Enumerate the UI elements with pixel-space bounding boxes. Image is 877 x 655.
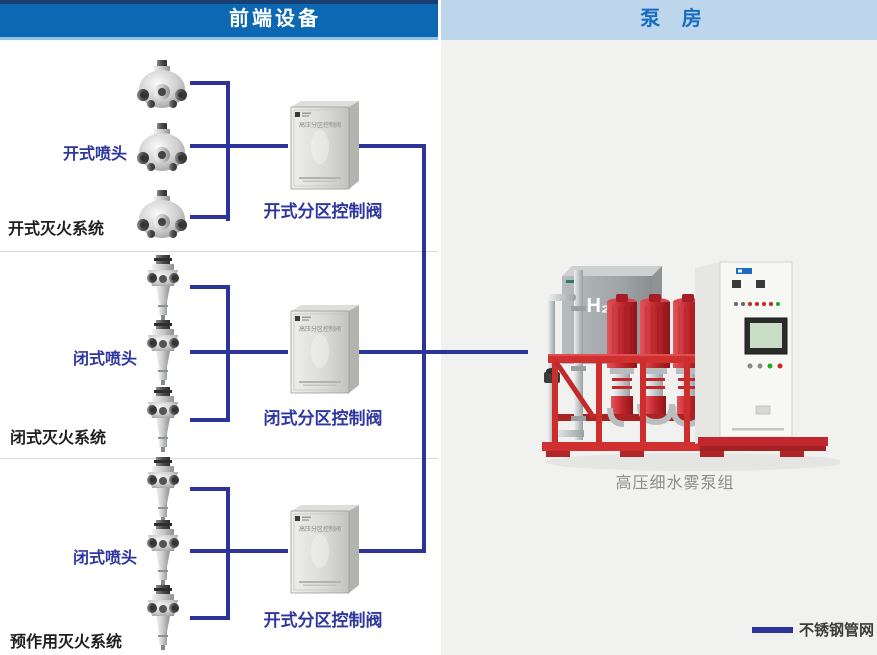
closed-sprinkler-icon <box>141 387 185 453</box>
pump-unit-illustration: H₂O <box>540 246 840 476</box>
cabinet-plate-text: 高压分区控制阀 <box>299 121 341 129</box>
valve-label: 闭式分区控制阀 <box>263 409 383 428</box>
closed-sprinkler-icon <box>141 255 185 321</box>
pump-motor <box>607 294 637 414</box>
valve-label: 开式分区控制阀 <box>263 202 383 221</box>
sprinkler-group-label: 闭式喷头 <box>72 351 137 368</box>
section-divider <box>0 251 438 252</box>
pump-unit-caption: 高压细水雾泵组 <box>615 475 735 492</box>
front-end-header-title: 前端设备 <box>229 8 321 30</box>
pipe-segment <box>190 81 228 85</box>
legend-pipe-swatch <box>752 627 793 633</box>
legend-label: 不锈钢管网 <box>799 622 875 639</box>
system-label: 开式灭火系统 <box>8 221 105 238</box>
system-label: 闭式灭火系统 <box>10 430 107 447</box>
open-sprinkler-icon <box>134 189 190 241</box>
sprinkler-group-label: 闭式喷头 <box>72 550 137 567</box>
sprinkler-group-label: 开式喷头 <box>62 146 127 163</box>
riser-pipe <box>422 144 426 553</box>
cabinet-plate-text: 高压分区控制阀 <box>299 525 341 533</box>
panel-divider <box>438 0 441 655</box>
pipe-segment <box>226 487 230 620</box>
pipe-segment <box>190 549 288 553</box>
front-end-header-bar <box>0 0 438 40</box>
pipe-segment <box>190 487 228 491</box>
cabinet-plate-text: 高压分区控制阀 <box>299 325 341 333</box>
pipe-segment <box>358 144 426 148</box>
pipe-segment <box>190 215 228 219</box>
section-divider <box>0 458 438 459</box>
closed-sprinkler-icon <box>141 585 185 651</box>
closed-sprinkler-icon <box>141 457 185 523</box>
pipe-segment <box>226 81 230 221</box>
zone-control-cabinet-icon: 高压分区控制阀 <box>287 99 361 191</box>
pump-unit-shadow <box>545 453 840 471</box>
closed-sprinkler-icon <box>141 520 185 586</box>
valve-label: 开式分区控制阀 <box>263 611 383 630</box>
pipe-segment <box>190 418 228 422</box>
pipe-segment <box>190 285 228 289</box>
pump-room-header-title: 泵 房 <box>640 8 710 30</box>
pipe-segment <box>190 350 288 354</box>
open-sprinkler-icon <box>134 59 190 111</box>
zone-control-cabinet-icon: 高压分区控制阀 <box>287 503 361 595</box>
pump-room-header-bar <box>441 0 877 40</box>
pipe-segment <box>190 616 228 620</box>
pipe-segment <box>190 144 288 148</box>
closed-sprinkler-icon <box>141 320 185 386</box>
open-sprinkler-icon <box>134 122 190 174</box>
main-supply-pipe <box>358 350 528 354</box>
pipe-segment <box>358 549 426 553</box>
system-label: 预作用灭火系统 <box>10 634 123 651</box>
pump-control-cabinet <box>695 261 828 451</box>
zone-control-cabinet-icon: 高压分区控制阀 <box>287 303 361 395</box>
